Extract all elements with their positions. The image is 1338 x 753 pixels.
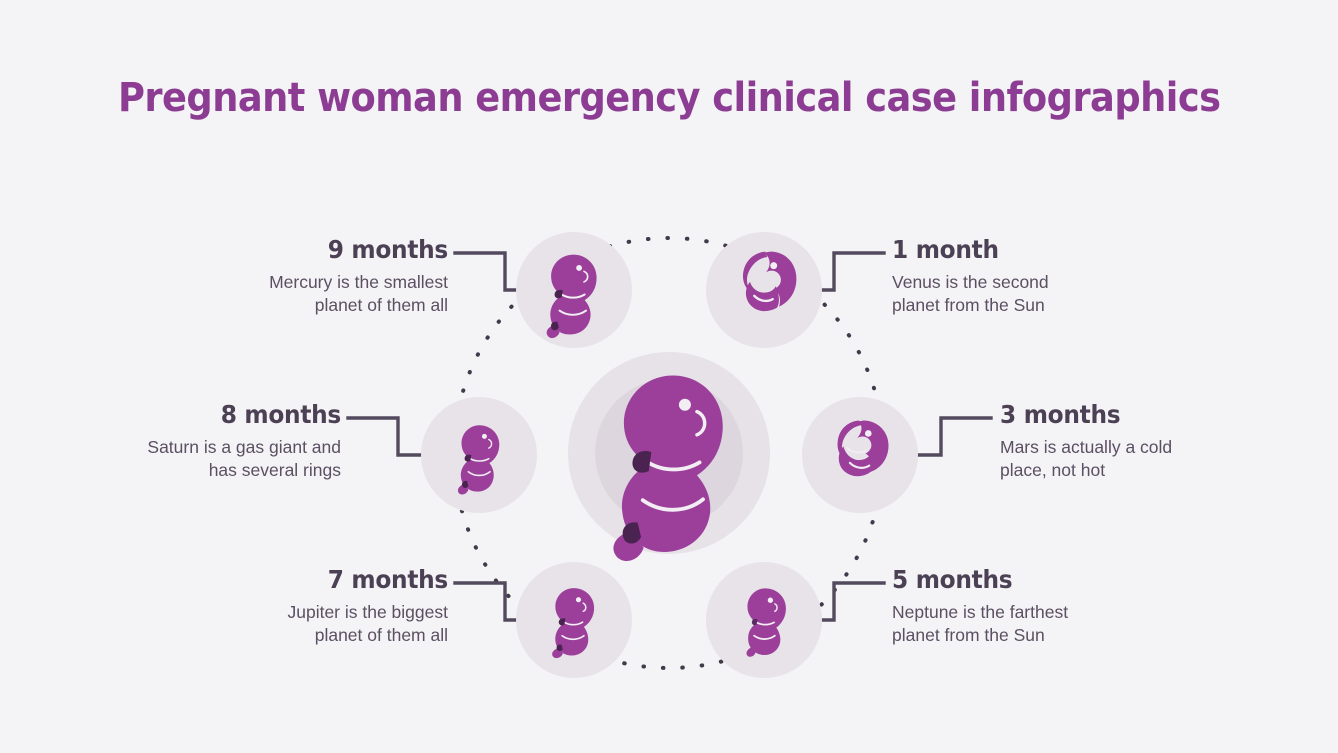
stage-circle-month-1[interactable]: [706, 232, 822, 348]
stage-heading: 9 months: [327, 235, 449, 264]
stage-circle-month-8[interactable]: [421, 397, 537, 513]
stage-circle-month-9[interactable]: [516, 232, 632, 348]
stage-heading: 8 months: [220, 400, 342, 429]
stage-body: Saturn is a gas giant and has several ri…: [147, 437, 341, 481]
stage-body: Mars is actually a cold place, not hot: [1000, 437, 1173, 481]
stage-circle-month-5[interactable]: [706, 562, 822, 678]
stage-circle-bg: [802, 397, 918, 513]
stage-circle-month-7[interactable]: [516, 562, 632, 678]
stage-label-month-5: 5 months Neptune is the farthest planet …: [892, 565, 1312, 648]
stage-label-month-1: 1 month Venus is the second planet from …: [892, 235, 1312, 318]
stage-body: Mercury is the smallest planet of them a…: [269, 272, 448, 316]
stage-label-month-9: 9 months Mercury is the smallest planet …: [30, 235, 448, 318]
stage-circle-month-3[interactable]: [802, 397, 918, 513]
center-stage-group: [568, 352, 770, 563]
stage-body: Neptune is the farthest planet from the …: [892, 602, 1069, 646]
stage-label-month-3: 3 months Mars is actually a cold place, …: [1000, 400, 1320, 483]
stage-label-month-7: 7 months Jupiter is the biggest planet o…: [30, 565, 448, 648]
stage-circle-bg: [706, 232, 822, 348]
stage-label-month-8: 8 months Saturn is a gas giant and has s…: [30, 400, 341, 483]
stage-heading: 7 months: [327, 565, 449, 594]
page-title: Pregnant woman emergency clinical case i…: [118, 75, 1221, 121]
stage-heading: 1 month: [892, 235, 999, 264]
stage-body: Venus is the second planet from the Sun: [892, 272, 1049, 316]
connector-month-8: [346, 416, 439, 457]
stage-heading: 5 months: [892, 565, 1013, 594]
stage-body: Jupiter is the biggest planet of them al…: [287, 602, 448, 646]
connector-month-3: [900, 416, 993, 457]
stage-heading: 3 months: [1000, 400, 1121, 429]
